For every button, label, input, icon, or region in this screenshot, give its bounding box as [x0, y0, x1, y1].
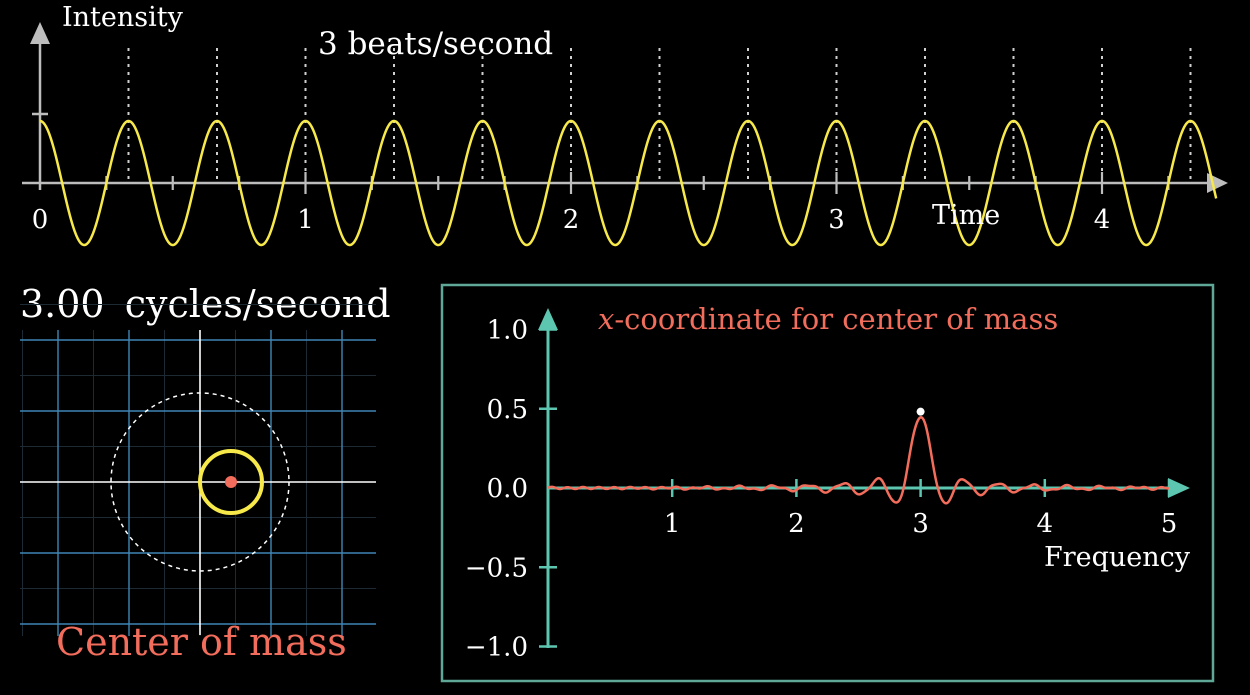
unit-circle-dashed	[110, 392, 290, 572]
freq-y-tick-label: −1.0	[465, 633, 528, 663]
freq-tick-labels: 1 2 3 4 5 1.0 0.5 0.0 −0.5 −1.0	[465, 316, 1177, 663]
freq-title-variable: x	[598, 302, 615, 336]
time-tick-label: 3	[828, 205, 845, 235]
freq-x-axis-label: Frequency	[1044, 542, 1191, 573]
time-tick-labels: 0 1 2 3 4	[32, 205, 1111, 235]
freq-x-tick-label: 5	[1161, 509, 1178, 539]
freq-x-tick-label: 4	[1037, 509, 1054, 539]
center-of-mass-dot	[225, 476, 237, 488]
current-frequency-dot	[916, 407, 925, 416]
freq-x-tick-label: 2	[788, 509, 805, 539]
beats-label: 3 beats/second	[318, 26, 554, 62]
cycles-unit: cycles/second	[124, 282, 391, 326]
center-of-mass-curve	[547, 416, 1170, 505]
time-axis-label: Time	[932, 200, 1001, 231]
freq-y-tick-label: 1.0	[487, 316, 528, 346]
intensity-axis-arrow	[30, 22, 50, 44]
center-of-mass-label: Center of mass	[56, 620, 347, 664]
freq-title-text: -coordinate for center of mass	[614, 302, 1059, 336]
frequency-plot-frame	[440, 283, 1215, 683]
freq-x-tick-label: 1	[664, 509, 681, 539]
time-tick-label: 0	[32, 205, 49, 235]
freq-y-tick-label: 0.5	[487, 395, 528, 425]
freq-x-axis-arrow	[1168, 478, 1190, 498]
time-tick-label: 1	[297, 205, 314, 235]
winding-grid	[20, 304, 376, 636]
freq-y-axis-arrow	[538, 308, 558, 330]
freq-y-tick-label: −0.5	[465, 553, 528, 583]
freq-title: x-coordinate for center of mass	[598, 302, 1058, 336]
cycles-readout: 3.00 cycles/second	[20, 282, 391, 326]
time-tick-label: 2	[563, 205, 580, 235]
cycles-value: 3.00	[20, 282, 105, 326]
freq-x-tick-label: 3	[912, 509, 929, 539]
wound-signal-loop	[198, 449, 264, 515]
intensity-axis-label: Intensity	[62, 2, 183, 33]
signal-wave	[39, 119, 1218, 247]
time-tick-label: 4	[1094, 205, 1111, 235]
freq-ticks	[539, 328, 1171, 648]
beat-markers	[127, 48, 1192, 183]
freq-y-tick-label: 0.0	[487, 474, 528, 504]
time-signal-plot: 0 1 2 3 4	[22, 22, 1228, 247]
